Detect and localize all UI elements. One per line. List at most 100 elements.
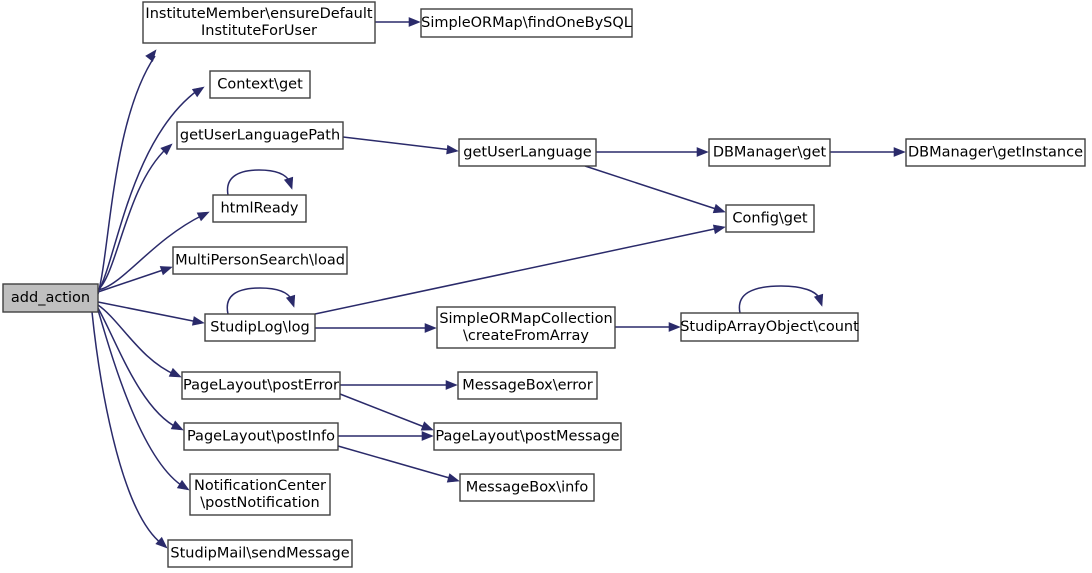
edge-arrowhead bbox=[176, 479, 190, 491]
node-box[interactable] bbox=[172, 246, 348, 275]
edge-arrowhead bbox=[283, 176, 294, 190]
node-box[interactable] bbox=[189, 473, 331, 516]
edge-arrowhead bbox=[446, 473, 460, 483]
graph-node-postNotification[interactable]: NotificationCenter\postNotification bbox=[189, 473, 331, 516]
node-box[interactable] bbox=[420, 8, 633, 38]
edge-line bbox=[314, 227, 720, 315]
edge-line bbox=[97, 55, 156, 295]
graph-node-studipLog_log[interactable]: StudipLog\log bbox=[204, 313, 316, 342]
node-box[interactable] bbox=[176, 121, 344, 150]
node-box[interactable] bbox=[457, 371, 598, 400]
call-edge bbox=[97, 49, 157, 295]
call-edge bbox=[338, 431, 434, 441]
node-label: MessageBox\error bbox=[462, 378, 593, 394]
edge-line bbox=[97, 214, 204, 291]
node-box[interactable] bbox=[212, 194, 307, 223]
graph-node-context_get[interactable]: Context\get bbox=[209, 70, 311, 99]
edges-layer bbox=[91, 17, 906, 549]
edge-line bbox=[226, 287, 293, 315]
node-box[interactable] bbox=[167, 539, 353, 568]
graph-node-dbmanager_get[interactable]: DBManager\get bbox=[708, 138, 831, 167]
graph-node-postError[interactable]: PageLayout\postError bbox=[181, 371, 341, 400]
graph-node-getUserLanguage[interactable]: getUserLanguage bbox=[458, 138, 597, 167]
node-box[interactable] bbox=[181, 371, 341, 400]
call-edge bbox=[337, 445, 460, 483]
call-edge bbox=[615, 322, 681, 332]
graph-node-sendMessage[interactable]: StudipMail\sendMessage bbox=[167, 539, 353, 568]
edge-arrowhead bbox=[421, 431, 434, 441]
edge-line bbox=[342, 136, 453, 151]
node-label: MultiPersonSearch\load bbox=[175, 253, 345, 269]
edge-line bbox=[226, 169, 291, 196]
node-box[interactable] bbox=[459, 473, 595, 502]
graph-node-multiPersonSearchLoad[interactable]: MultiPersonSearch\load bbox=[172, 246, 348, 275]
node-label: PageLayout\postInfo bbox=[187, 429, 335, 445]
edge-line bbox=[97, 307, 179, 429]
call-edge bbox=[97, 211, 210, 291]
call-edge bbox=[97, 301, 205, 326]
edge-arrowhead bbox=[446, 144, 459, 155]
graph-node-ensureDefaultInstituteForUser[interactable]: InstituteMember\ensureDefaultInstituteFo… bbox=[142, 1, 376, 44]
node-box[interactable] bbox=[209, 70, 311, 99]
node-label: \postNotification bbox=[200, 495, 319, 511]
node-box[interactable] bbox=[680, 312, 859, 342]
graph-node-getUserLanguagePath[interactable]: getUserLanguagePath bbox=[176, 121, 344, 150]
graph-node-htmlReady[interactable]: htmlReady bbox=[212, 194, 307, 223]
graph-node-createFromArray[interactable]: SimpleORMapCollection\createFromArray bbox=[436, 306, 616, 349]
edge-arrowhead bbox=[712, 224, 726, 235]
graph-node-dbmanager_getInstance[interactable]: DBManager\getInstance bbox=[905, 138, 1086, 167]
call-edge bbox=[584, 165, 726, 214]
node-box[interactable] bbox=[436, 306, 616, 349]
edge-line bbox=[97, 147, 168, 291]
node-box[interactable] bbox=[708, 138, 831, 167]
edge-arrowhead bbox=[196, 211, 210, 222]
call-edge bbox=[226, 287, 296, 315]
graph-node-add_action[interactable]: add_action bbox=[2, 283, 99, 313]
call-edge bbox=[596, 147, 709, 157]
node-box[interactable] bbox=[2, 283, 99, 313]
graph-node-findOneBySQL[interactable]: SimpleORMap\findOneBySQL bbox=[420, 8, 633, 38]
edge-arrowhead bbox=[420, 421, 434, 431]
graph-node-messageBoxError[interactable]: MessageBox\error bbox=[457, 371, 598, 400]
edge-arrowhead bbox=[813, 293, 824, 307]
node-label: SimpleORMapCollection bbox=[439, 311, 612, 327]
edge-arrowhead bbox=[170, 420, 184, 431]
node-box[interactable] bbox=[142, 1, 376, 44]
edge-line bbox=[97, 268, 167, 293]
edge-arrowhead bbox=[155, 536, 168, 549]
graph-node-studipArrayObjectCount[interactable]: StudipArrayObject\count bbox=[680, 312, 859, 342]
node-box[interactable] bbox=[725, 204, 815, 233]
edge-arrowhead bbox=[160, 143, 173, 156]
node-label: StudipMail\sendMessage bbox=[170, 546, 349, 562]
node-box[interactable] bbox=[183, 422, 339, 451]
node-label: InstituteForUser bbox=[201, 23, 317, 39]
node-box[interactable] bbox=[433, 422, 622, 451]
graph-node-messageBoxInfo[interactable]: MessageBox\info bbox=[459, 473, 595, 502]
call-edge bbox=[375, 17, 421, 27]
edge-arrowhead bbox=[668, 322, 681, 332]
call-edge bbox=[314, 224, 726, 315]
edge-line bbox=[738, 285, 821, 314]
edge-arrowhead bbox=[424, 323, 437, 333]
node-label: InstituteMember\ensureDefault bbox=[145, 6, 372, 22]
edge-arrowhead bbox=[445, 380, 458, 390]
node-box[interactable] bbox=[458, 138, 597, 167]
edge-arrowhead bbox=[893, 147, 906, 157]
node-label: DBManager\getInstance bbox=[908, 145, 1083, 161]
edge-arrowhead bbox=[191, 86, 205, 98]
graph-node-postMessage[interactable]: PageLayout\postMessage bbox=[433, 422, 622, 451]
graph-node-postInfo[interactable]: PageLayout\postInfo bbox=[183, 422, 339, 451]
node-box[interactable] bbox=[204, 313, 316, 342]
graph-node-config_get[interactable]: Config\get bbox=[725, 204, 815, 233]
edge-line bbox=[97, 301, 199, 323]
edge-line bbox=[97, 89, 199, 293]
edge-line bbox=[339, 393, 428, 429]
node-box[interactable] bbox=[905, 138, 1086, 167]
node-label: Config\get bbox=[732, 211, 808, 227]
call-edge bbox=[738, 285, 824, 314]
call-edge bbox=[97, 143, 173, 291]
node-label: Context\get bbox=[217, 77, 303, 93]
edge-arrowhead bbox=[145, 49, 157, 62]
